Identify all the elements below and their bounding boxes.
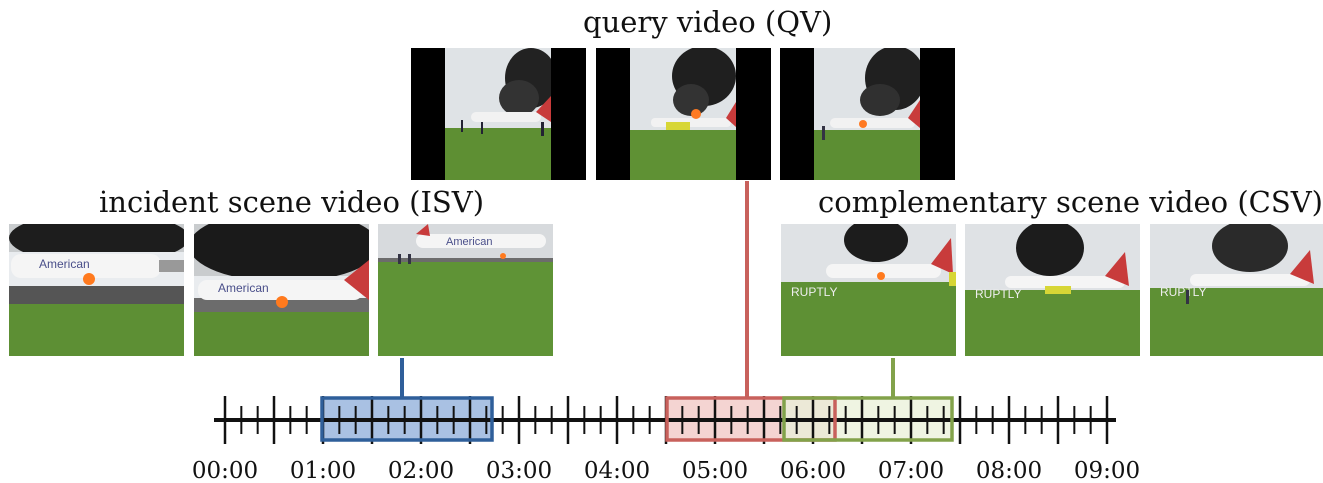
csv-label: complementary scene video (CSV) (818, 185, 1323, 219)
tick-label: 04:00 (584, 458, 650, 483)
tick-label: 02:00 (388, 458, 454, 483)
csv-segment-outline (782, 396, 954, 442)
tick-label: 07:00 (878, 458, 944, 483)
qv-frame-1 (411, 48, 586, 180)
isv-label: incident scene video (ISV) (99, 185, 485, 219)
csv-frame-1: RUPTLY (781, 224, 956, 356)
qv-frame-3 (780, 48, 955, 180)
csv-frame-2: RUPTLY (965, 224, 1140, 356)
svg-text:American: American (446, 236, 492, 248)
isv-frame-2: American (194, 224, 369, 356)
qv-connector-line (745, 181, 749, 398)
watermark-csv-2: RUPTLY (975, 287, 1021, 301)
timeline: 00:00 01:00 02:00 03:00 04:00 05:00 06:00 07:00… (192, 396, 1140, 483)
tick-label: 06:00 (780, 458, 846, 483)
svg-text:American: American (39, 257, 90, 271)
tick-label: 01:00 (290, 458, 356, 483)
tick-label: 00:00 (192, 458, 258, 483)
tick-label: 03:00 (486, 458, 552, 483)
tick-label: 09:00 (1074, 458, 1140, 483)
isv-segment-outline (320, 396, 494, 442)
isv-frame-3: American (378, 224, 553, 356)
watermark-csv-3: RUPTLY (1160, 285, 1206, 299)
tick-label: 08:00 (976, 458, 1042, 483)
csv-frame-3: RUPTLY (1150, 224, 1323, 356)
qv-frame-2 (596, 48, 771, 180)
isv-connector-line (400, 358, 404, 398)
svg-text:American: American (218, 281, 269, 295)
tick-label: 05:00 (682, 458, 748, 483)
csv-connector-line (891, 358, 895, 398)
qv-segment-outline (665, 396, 837, 442)
qv-label: query video (QV) (583, 5, 833, 39)
isv-frame-1: American (9, 224, 184, 356)
watermark-csv-1: RUPTLY (791, 285, 837, 299)
